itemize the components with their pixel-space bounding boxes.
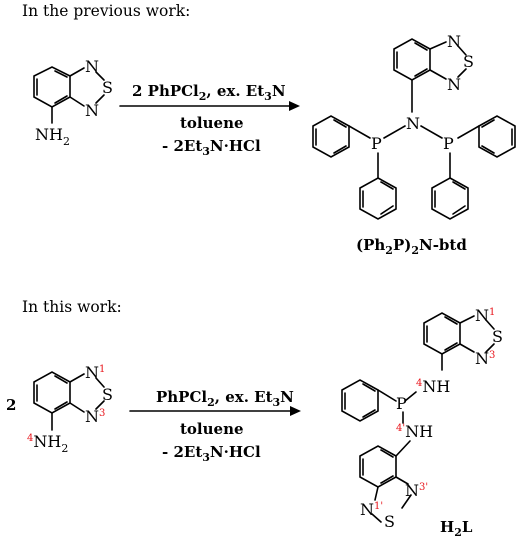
product2-upper-atom-s: S (492, 327, 503, 346)
start2-atom-n3: N3 (85, 407, 105, 426)
product1-atom-p-right: P (443, 134, 454, 153)
product2-atom-p: P (396, 394, 407, 413)
start2-coefficient: 2 (6, 396, 16, 414)
product1-atom-p-left: P (371, 134, 382, 153)
product1-name: (Ph2P)2N-btd (356, 236, 467, 257)
reaction-arrow-1: 2 PhPCl2, ex. Et3N toluene - 2Et3N·HCl (119, 82, 300, 158)
product2-name: H2L (440, 518, 473, 539)
start1-atom-n-top: N (85, 57, 99, 76)
start1-atom-n-bottom: N (85, 101, 99, 120)
product1-atom-n-top: N (447, 32, 461, 51)
arrow1-reagents: 2 PhPCl2, ex. Et3N (132, 82, 286, 103)
start1-nh2: NH2 (35, 125, 70, 148)
start2-atom-s: S (102, 385, 113, 404)
product2-lower-atom-s: S (384, 512, 395, 531)
product2-upper-atom-n3: N3 (475, 349, 495, 368)
product1-atom-s: S (463, 52, 474, 71)
start2-atom-n1: N1 (85, 363, 105, 382)
heading-this-work: In this work: (22, 298, 122, 316)
reaction-arrow-2: PhPCl2, ex. Et3N toluene - 2Et3N·HCl (129, 388, 301, 464)
product1-atom-n-center: N (406, 114, 420, 133)
start1-atom-s: S (102, 78, 113, 97)
start2-nh2: 4NH2 (27, 432, 68, 455)
arrow1-byproduct: - 2Et3N·HCl (162, 137, 261, 158)
start-material-2: N1 S N3 4NH2 (27, 363, 113, 455)
heading-previous-work: In the previous work: (22, 2, 190, 20)
product2-lower-atom-n1p: N1' (360, 500, 383, 519)
product2-upper-atom-n1: N1 (475, 306, 495, 325)
arrow2-solvent: toluene (180, 420, 244, 438)
product1-atom-n-bottom: N (447, 75, 461, 94)
arrow2-byproduct: - 2Et3N·HCl (162, 443, 261, 464)
arrow2-reagents: PhPCl2, ex. Et3N (156, 388, 294, 409)
start-material-1: N S N NH2 (33, 57, 113, 148)
product2-atom-4nh: 4NH (416, 377, 450, 396)
product2-lower-atom-n3p: N3' (405, 481, 428, 500)
arrow1-solvent: toluene (180, 114, 244, 132)
product-2-molecule: N1 S N3 4NH P 4'NH N3' N1' S (341, 306, 503, 531)
product2-atom-4pnh: 4'NH (396, 422, 433, 441)
product-1-molecule: N S N N P P (312, 32, 516, 220)
